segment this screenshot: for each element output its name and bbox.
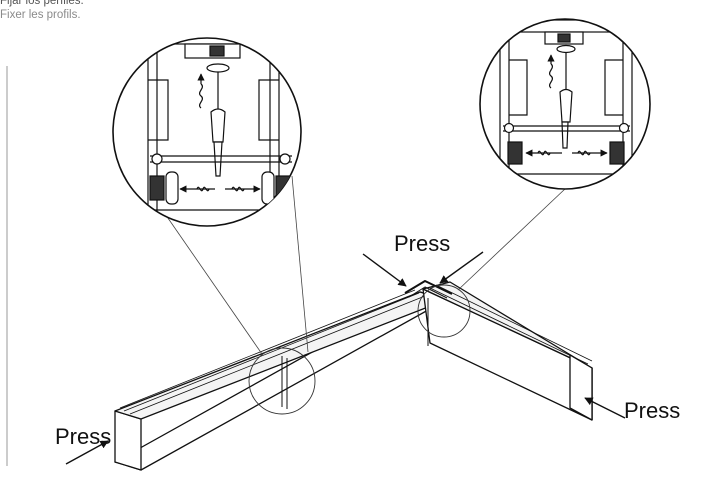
profile-assembly xyxy=(114,280,593,471)
press-label-right: Press xyxy=(624,398,681,423)
detail-view-right xyxy=(479,18,651,190)
leader-line-left-b xyxy=(291,175,309,353)
right-profile xyxy=(422,281,593,421)
press-arrow-top-right xyxy=(439,251,484,284)
caption-line-fr: Fixer les profils. xyxy=(0,9,81,21)
detail-view-left xyxy=(112,37,302,227)
leader-line-right xyxy=(457,187,567,291)
left-profile xyxy=(114,289,447,471)
joint-circle-left xyxy=(248,347,316,415)
caption: Fijar los perfiles. Fixer les profils. xyxy=(0,0,84,22)
caption-line-es: Fijar los perfiles. xyxy=(0,0,84,7)
press-arrow-left xyxy=(65,440,109,465)
press-label-left: Press xyxy=(55,424,112,449)
press-arrow-top-left xyxy=(362,253,407,287)
press-label-top: Press xyxy=(394,231,451,256)
press-arrow-right xyxy=(584,397,626,419)
joint-circle-corner xyxy=(417,284,471,338)
